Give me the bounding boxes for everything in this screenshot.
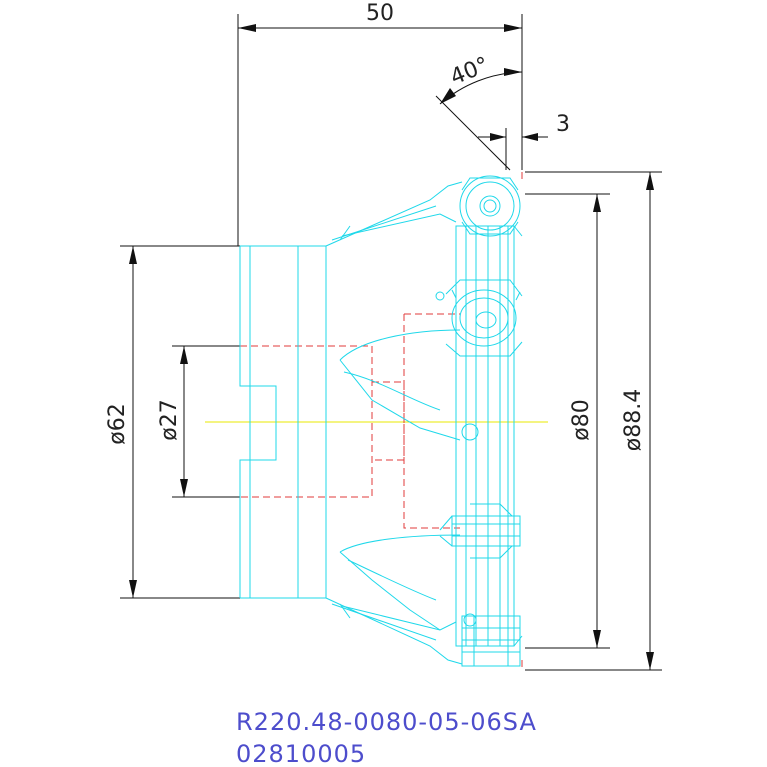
dimension-offset: 3 bbox=[478, 112, 570, 170]
dim-50-label: 50 bbox=[366, 1, 394, 26]
dimension-diameter-27: ø27 bbox=[157, 345, 240, 498]
dim-3-label: 3 bbox=[556, 112, 570, 137]
dimension-overall-length: 50 bbox=[237, 1, 523, 246]
insert-bottom bbox=[461, 615, 521, 667]
dim-27-label: ø27 bbox=[157, 399, 182, 440]
item-code: 02810005 bbox=[236, 740, 366, 767]
dim-62-label: ø62 bbox=[105, 403, 130, 444]
hidden-lines bbox=[240, 172, 523, 670]
insert-lower-middle bbox=[439, 503, 521, 559]
dim-40-label: 40° bbox=[447, 53, 493, 91]
dim-88-4-label: ø88.4 bbox=[621, 389, 646, 451]
part-number: R220.48-0080-05-06SA bbox=[236, 708, 537, 736]
insert-top bbox=[459, 175, 521, 237]
dim-80-label: ø80 bbox=[569, 399, 594, 440]
cutter-body bbox=[239, 175, 523, 667]
insert-upper-middle bbox=[445, 279, 523, 357]
dimension-angle: 40° bbox=[435, 53, 523, 171]
dimension-diameter-88-4: ø88.4 bbox=[525, 171, 662, 671]
dimension-diameter-80: ø80 bbox=[525, 193, 610, 649]
dimension-diameter-62: ø62 bbox=[105, 245, 240, 599]
